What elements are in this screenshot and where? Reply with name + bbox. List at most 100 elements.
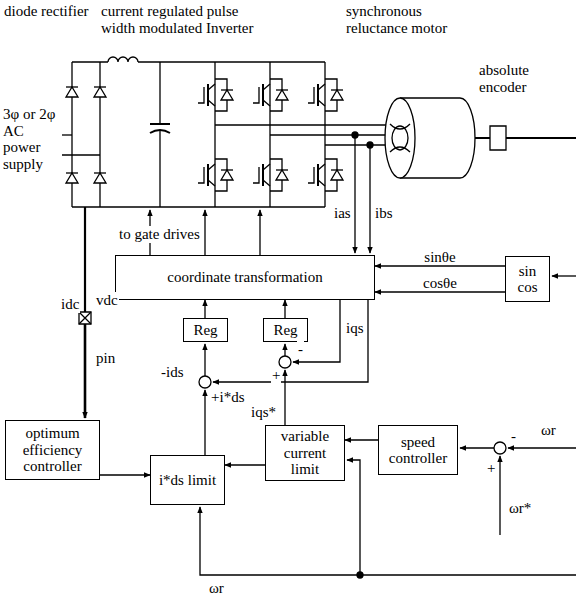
signal-label: vdc — [95, 292, 119, 309]
signal-line — [204, 344, 205, 376]
sign-label: - — [297, 341, 304, 358]
diode-bar — [94, 86, 106, 87]
igbt-body — [317, 164, 319, 186]
summing-junction — [494, 442, 506, 454]
rotor-barrier — [390, 124, 410, 152]
phase-b-current-wire — [369, 145, 370, 253]
igbt-gate — [308, 167, 314, 183]
diode-bar — [66, 86, 78, 87]
igbt-collector — [263, 164, 270, 170]
diode-bar — [276, 169, 288, 170]
gate-drive-arrow — [259, 210, 260, 255]
igbt-emitter — [263, 100, 270, 106]
igbt-body — [262, 164, 264, 186]
motor-face — [385, 98, 415, 178]
transform-block: coordinate transformation — [115, 255, 375, 300]
rectifier-leg — [99, 62, 100, 207]
block-text: optimum efficiency controller — [9, 425, 96, 475]
sign-label: + — [271, 367, 281, 384]
ac-input-wire — [62, 134, 72, 135]
motor-shaft — [475, 137, 490, 139]
igbt-body — [207, 164, 209, 186]
signal-label: ibs — [374, 205, 394, 222]
signal-connector — [375, 291, 505, 292]
sin-cos-block: sin cos — [505, 256, 550, 302]
controller-block: optimum efficiency controller — [5, 420, 100, 480]
diode-symbol — [66, 87, 78, 97]
block-label: current regulated pulse width modulated … — [100, 3, 277, 36]
limit-block: variable current limit — [265, 425, 345, 481]
capacitor-plate — [150, 123, 170, 125]
dc-rail — [72, 61, 108, 62]
motor-shaft — [506, 137, 576, 139]
summing-junction — [199, 376, 211, 388]
block-label: diode rectifier — [3, 3, 95, 20]
diode-bar — [331, 89, 343, 90]
igbt-collector — [208, 164, 215, 170]
igbt-body — [262, 84, 264, 106]
igbt-collector — [263, 84, 270, 90]
signal-line — [213, 300, 368, 382]
encoder-signal — [552, 275, 576, 276]
block-text: Reg — [273, 322, 297, 339]
igbt-emitter — [263, 180, 270, 186]
signal-connector — [345, 439, 378, 440]
igbt-collector — [318, 164, 325, 170]
diode-symbol — [331, 90, 343, 100]
signal-connector — [100, 474, 150, 475]
gate-drive-arrow — [204, 210, 205, 255]
igbt-collector — [208, 84, 215, 90]
igbt-body — [207, 84, 209, 106]
signal-line — [204, 390, 205, 455]
signal-line — [284, 344, 285, 356]
signal-connector — [225, 464, 265, 465]
signal-label: ωr* — [508, 500, 532, 517]
speed-feedback-line — [200, 507, 576, 575]
signal-line — [499, 456, 500, 535]
ac-input-wire — [62, 154, 100, 155]
igbt-gate — [308, 87, 314, 103]
block-text: i*ds limit — [159, 472, 216, 489]
diode-bar — [66, 172, 78, 173]
phase-a-current-wire — [354, 135, 355, 253]
block-text: sin cos — [509, 263, 546, 296]
signal-label: iqs — [345, 320, 365, 337]
capacitor-wire — [159, 130, 160, 207]
diode-symbol — [276, 170, 288, 180]
diode-bar — [221, 89, 233, 90]
signal-label: ωr — [208, 580, 225, 597]
phase-output — [270, 134, 386, 135]
igbt-collector — [318, 84, 325, 90]
signal-label: idc — [60, 296, 80, 313]
igbt-emitter — [318, 180, 325, 186]
signal-connector — [284, 300, 285, 318]
phase-output — [215, 124, 386, 125]
diode-symbol — [66, 173, 78, 183]
limit-block: i*ds limit — [150, 455, 225, 505]
signal-label: ias — [333, 205, 352, 222]
diode-symbol — [94, 173, 106, 183]
signal-line — [508, 447, 576, 448]
igbt-gate — [253, 87, 259, 103]
signal-line — [460, 447, 494, 448]
current-sensor — [79, 312, 91, 324]
signal-label: +i*ds — [210, 389, 245, 406]
encoder-body — [490, 126, 506, 150]
igbt-gate — [198, 167, 204, 183]
diode-symbol — [276, 90, 288, 100]
sense-wire — [84, 207, 86, 312]
dc-rail — [138, 61, 325, 62]
supply-label: 3φ or 2φ AC power supply — [2, 106, 62, 172]
current-sensor-cross — [79, 312, 91, 324]
signal-label: pin — [95, 350, 116, 367]
block-text: speed controller — [382, 434, 454, 467]
diode-bar — [94, 172, 106, 173]
speed-feedback-line — [347, 460, 360, 575]
igbt-emitter — [318, 100, 325, 106]
sign-label: + — [486, 460, 496, 477]
igbt-gate — [253, 167, 259, 183]
signal-connector — [204, 300, 205, 318]
controller-block: speed controller — [378, 425, 458, 475]
signal-label: ωr — [540, 422, 557, 439]
